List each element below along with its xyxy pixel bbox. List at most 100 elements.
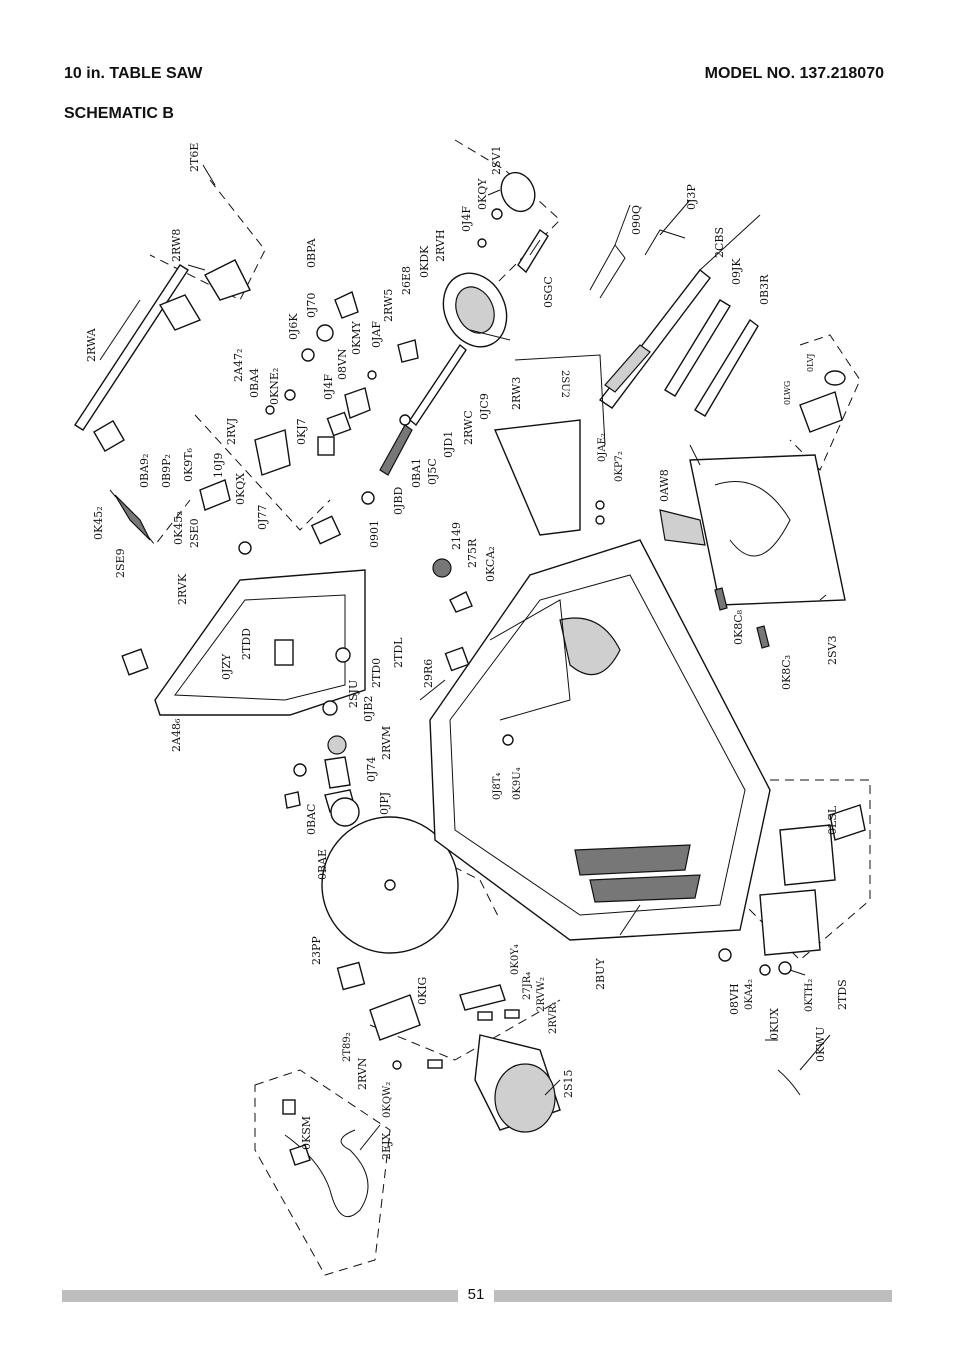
part-label: 2T89₂ xyxy=(342,1032,353,1062)
part-label: 0KP7₂ xyxy=(614,451,625,482)
part-label: 2SU2 xyxy=(559,370,570,398)
part-label: 29R6 xyxy=(422,659,435,688)
part-label: 2SE9 xyxy=(114,548,127,578)
part-label: 0BAC xyxy=(305,804,318,835)
part-label: 0JAF xyxy=(370,321,383,348)
part-label: 0BAE xyxy=(316,849,329,880)
part-label: 0901 xyxy=(368,520,381,548)
part-label: 2T6E xyxy=(188,143,201,172)
part-label: 23PP xyxy=(310,936,323,965)
part-label: 0KQW₂ xyxy=(382,1082,393,1118)
part-label: 2TD0 xyxy=(370,658,383,688)
part-label: 0KA4₂ xyxy=(744,979,755,1010)
part-label: 0KWU xyxy=(814,1027,827,1062)
part-label: 2SV1 xyxy=(490,146,503,175)
part-label: 0KIG xyxy=(416,977,429,1005)
part-label: 2SE0 xyxy=(188,518,201,548)
part-label: 2RW5 xyxy=(382,289,395,322)
part-label: 2RW3 xyxy=(510,377,523,410)
leader-lines xyxy=(99,164,831,1151)
part-label: 2149 xyxy=(450,522,463,550)
part-label: 0K45₂ xyxy=(92,506,105,540)
part-label: 0KUX xyxy=(768,1008,781,1040)
part-label: 2S15 xyxy=(562,1069,575,1098)
part-label: 2SV3 xyxy=(826,636,839,665)
part-label: 0KSM xyxy=(300,1116,313,1150)
part-label: 26E8 xyxy=(400,266,413,295)
part-label: 0KNE₂ xyxy=(268,368,281,405)
part-label: 0JD1 xyxy=(442,431,455,458)
part-label: 0JB2 xyxy=(362,696,375,723)
part-label: 2RVM xyxy=(380,726,393,760)
part-label: 0J3P xyxy=(685,184,698,210)
part-label: 2RVR₄ xyxy=(548,1002,559,1034)
part-label: 0KMY xyxy=(350,321,363,355)
page-title: 10 in. TABLE SAW xyxy=(64,65,203,82)
part-label: 090Q xyxy=(630,205,643,235)
footer-bar-right xyxy=(494,1290,892,1302)
part-label: 2TDL xyxy=(392,637,405,668)
part-label: 0JC9 xyxy=(478,393,491,420)
part-label: 0K9U₄ xyxy=(512,767,523,800)
part-label: 0K45₂ xyxy=(172,511,185,545)
part-label: 0AW8 xyxy=(658,469,671,502)
page-number: 51 xyxy=(467,1286,485,1303)
part-label: 0BA4 xyxy=(248,368,261,398)
part-label: 0JAE₂ xyxy=(597,433,608,462)
part-labels: 2T6E 2RW8 2RWA 0BA9₂ 0B9P₂ 0K9T₆ 0K45₂ 2… xyxy=(85,143,849,1160)
part-label: 08VH xyxy=(728,983,741,1015)
part-label: 2CBS xyxy=(713,227,726,258)
part-label: 0J6K xyxy=(287,313,300,340)
part-label: 0SGC xyxy=(542,276,555,308)
part-label: 0B9P₂ xyxy=(160,454,173,488)
part-label: 0KQY xyxy=(476,178,489,210)
part-label: 0LVJ xyxy=(806,354,815,372)
part-label: 0J4F xyxy=(460,206,473,232)
part-label: 0B3R xyxy=(758,274,771,305)
part-label: 275R xyxy=(466,538,479,568)
part-label: 2RVK xyxy=(176,573,189,605)
part-label: 0BA1 xyxy=(410,458,423,488)
part-label: 0J77 xyxy=(256,505,269,530)
part-label: 0J70 xyxy=(305,293,318,318)
part-label: 0KCA₂ xyxy=(484,546,497,582)
part-label: 0BPA xyxy=(305,238,318,268)
part-label: 0K8C₃ xyxy=(780,655,793,690)
part-label: 2RVH xyxy=(434,230,447,262)
part-label: 27JR₄ xyxy=(522,972,533,1000)
part-label: 2A47₂ xyxy=(232,349,245,382)
part-label: 0LWG xyxy=(783,381,792,405)
part-label: 0JBD xyxy=(392,487,405,515)
part-label: 0K0Y₄ xyxy=(510,944,521,975)
part-label: 2RVN xyxy=(356,1057,369,1090)
part-label: 0JPJ xyxy=(378,792,391,815)
part-label: 2EJX xyxy=(380,1133,393,1160)
part-label: 0LSL xyxy=(826,805,839,835)
part-label: 2BUY xyxy=(594,958,607,990)
part-label: 0KTH₂ xyxy=(804,979,815,1012)
part-label: 2RVW₂ xyxy=(536,977,547,1012)
part-label: 0J74 xyxy=(365,757,378,782)
part-label: 2SJU xyxy=(347,680,360,708)
part-label: 0K9T₆ xyxy=(182,447,195,482)
schematic-title: SCHEMATIC B xyxy=(64,105,174,122)
part-label: 10J9 xyxy=(212,453,225,478)
part-label: 2TDS xyxy=(836,979,849,1010)
part-label: 0J5C xyxy=(426,458,439,485)
footer-bar-left xyxy=(62,1290,458,1302)
part-label: 2TDD xyxy=(240,628,253,660)
part-label: 09JK xyxy=(730,258,743,285)
part-label: 2RVJ xyxy=(225,418,238,445)
part-label: 2RWC xyxy=(462,410,475,445)
part-label: 2RW8 xyxy=(170,229,183,262)
model-number: MODEL NO. 137.218070 xyxy=(704,65,884,82)
part-label: 0J4F xyxy=(322,374,335,400)
part-label: 08VN xyxy=(336,348,349,380)
part-label: 0J8T₄ xyxy=(492,773,503,800)
diagram-artwork xyxy=(74,139,871,1276)
part-label: 0KJ7 xyxy=(295,418,308,445)
part-label: 0KQX xyxy=(234,473,247,505)
part-label: 2RWA xyxy=(85,327,98,362)
part-label: 0BA9₂ xyxy=(138,454,151,488)
